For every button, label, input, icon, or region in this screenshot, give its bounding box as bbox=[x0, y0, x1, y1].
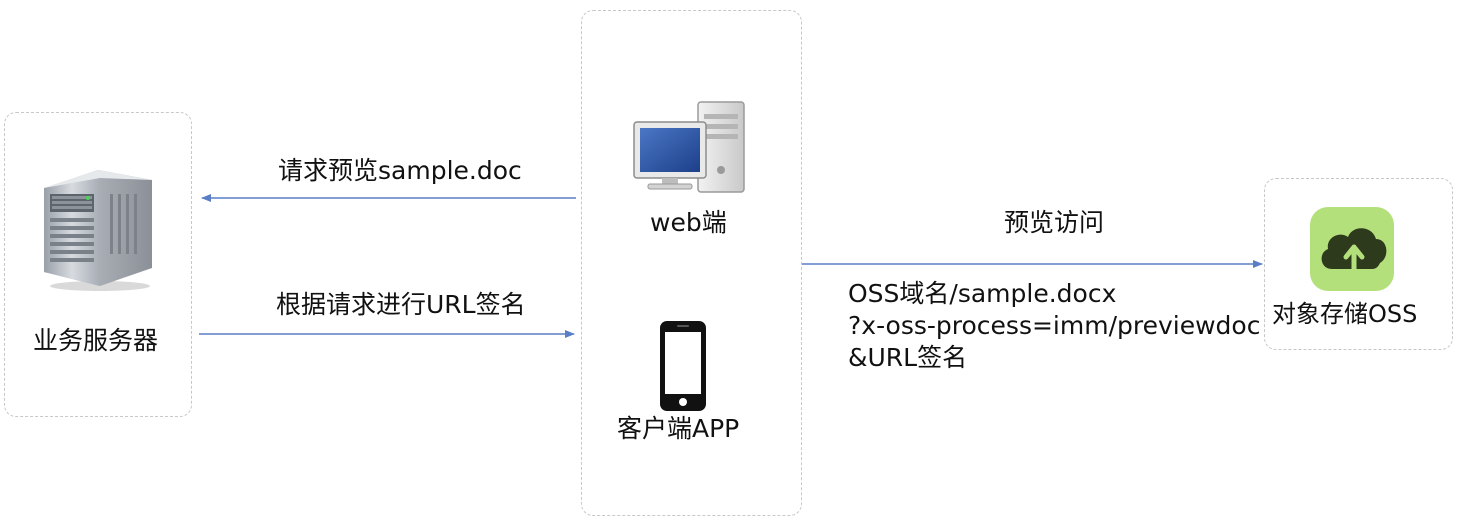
web-node-label: web端 bbox=[650, 208, 727, 237]
desktop-computer-icon bbox=[633, 101, 745, 193]
app-node-label: 客户端APP bbox=[617, 414, 740, 443]
client-node-box bbox=[581, 10, 802, 516]
server-tower-icon bbox=[44, 170, 152, 291]
preview-access-label: 预览访问 bbox=[1004, 208, 1105, 237]
oss-cloud-upload-icon bbox=[1310, 207, 1394, 291]
preview-url-line: OSS域名/sample.docx bbox=[848, 279, 1117, 308]
preview-url-text: OSS域名/sample.docx ?x-oss-process=imm/pre… bbox=[848, 278, 1260, 374]
oss-node-label: 对象存储OSS bbox=[1272, 300, 1418, 328]
smartphone-icon bbox=[660, 321, 706, 411]
server-node-label: 业务服务器 bbox=[33, 326, 159, 355]
sign-url-label: 根据请求进行URL签名 bbox=[276, 290, 526, 319]
preview-url-line: ?x-oss-process=imm/previewdoc bbox=[848, 311, 1261, 340]
request-preview-label: 请求预览sample.doc bbox=[278, 156, 522, 185]
preview-url-line: &URL签名 bbox=[848, 343, 968, 372]
